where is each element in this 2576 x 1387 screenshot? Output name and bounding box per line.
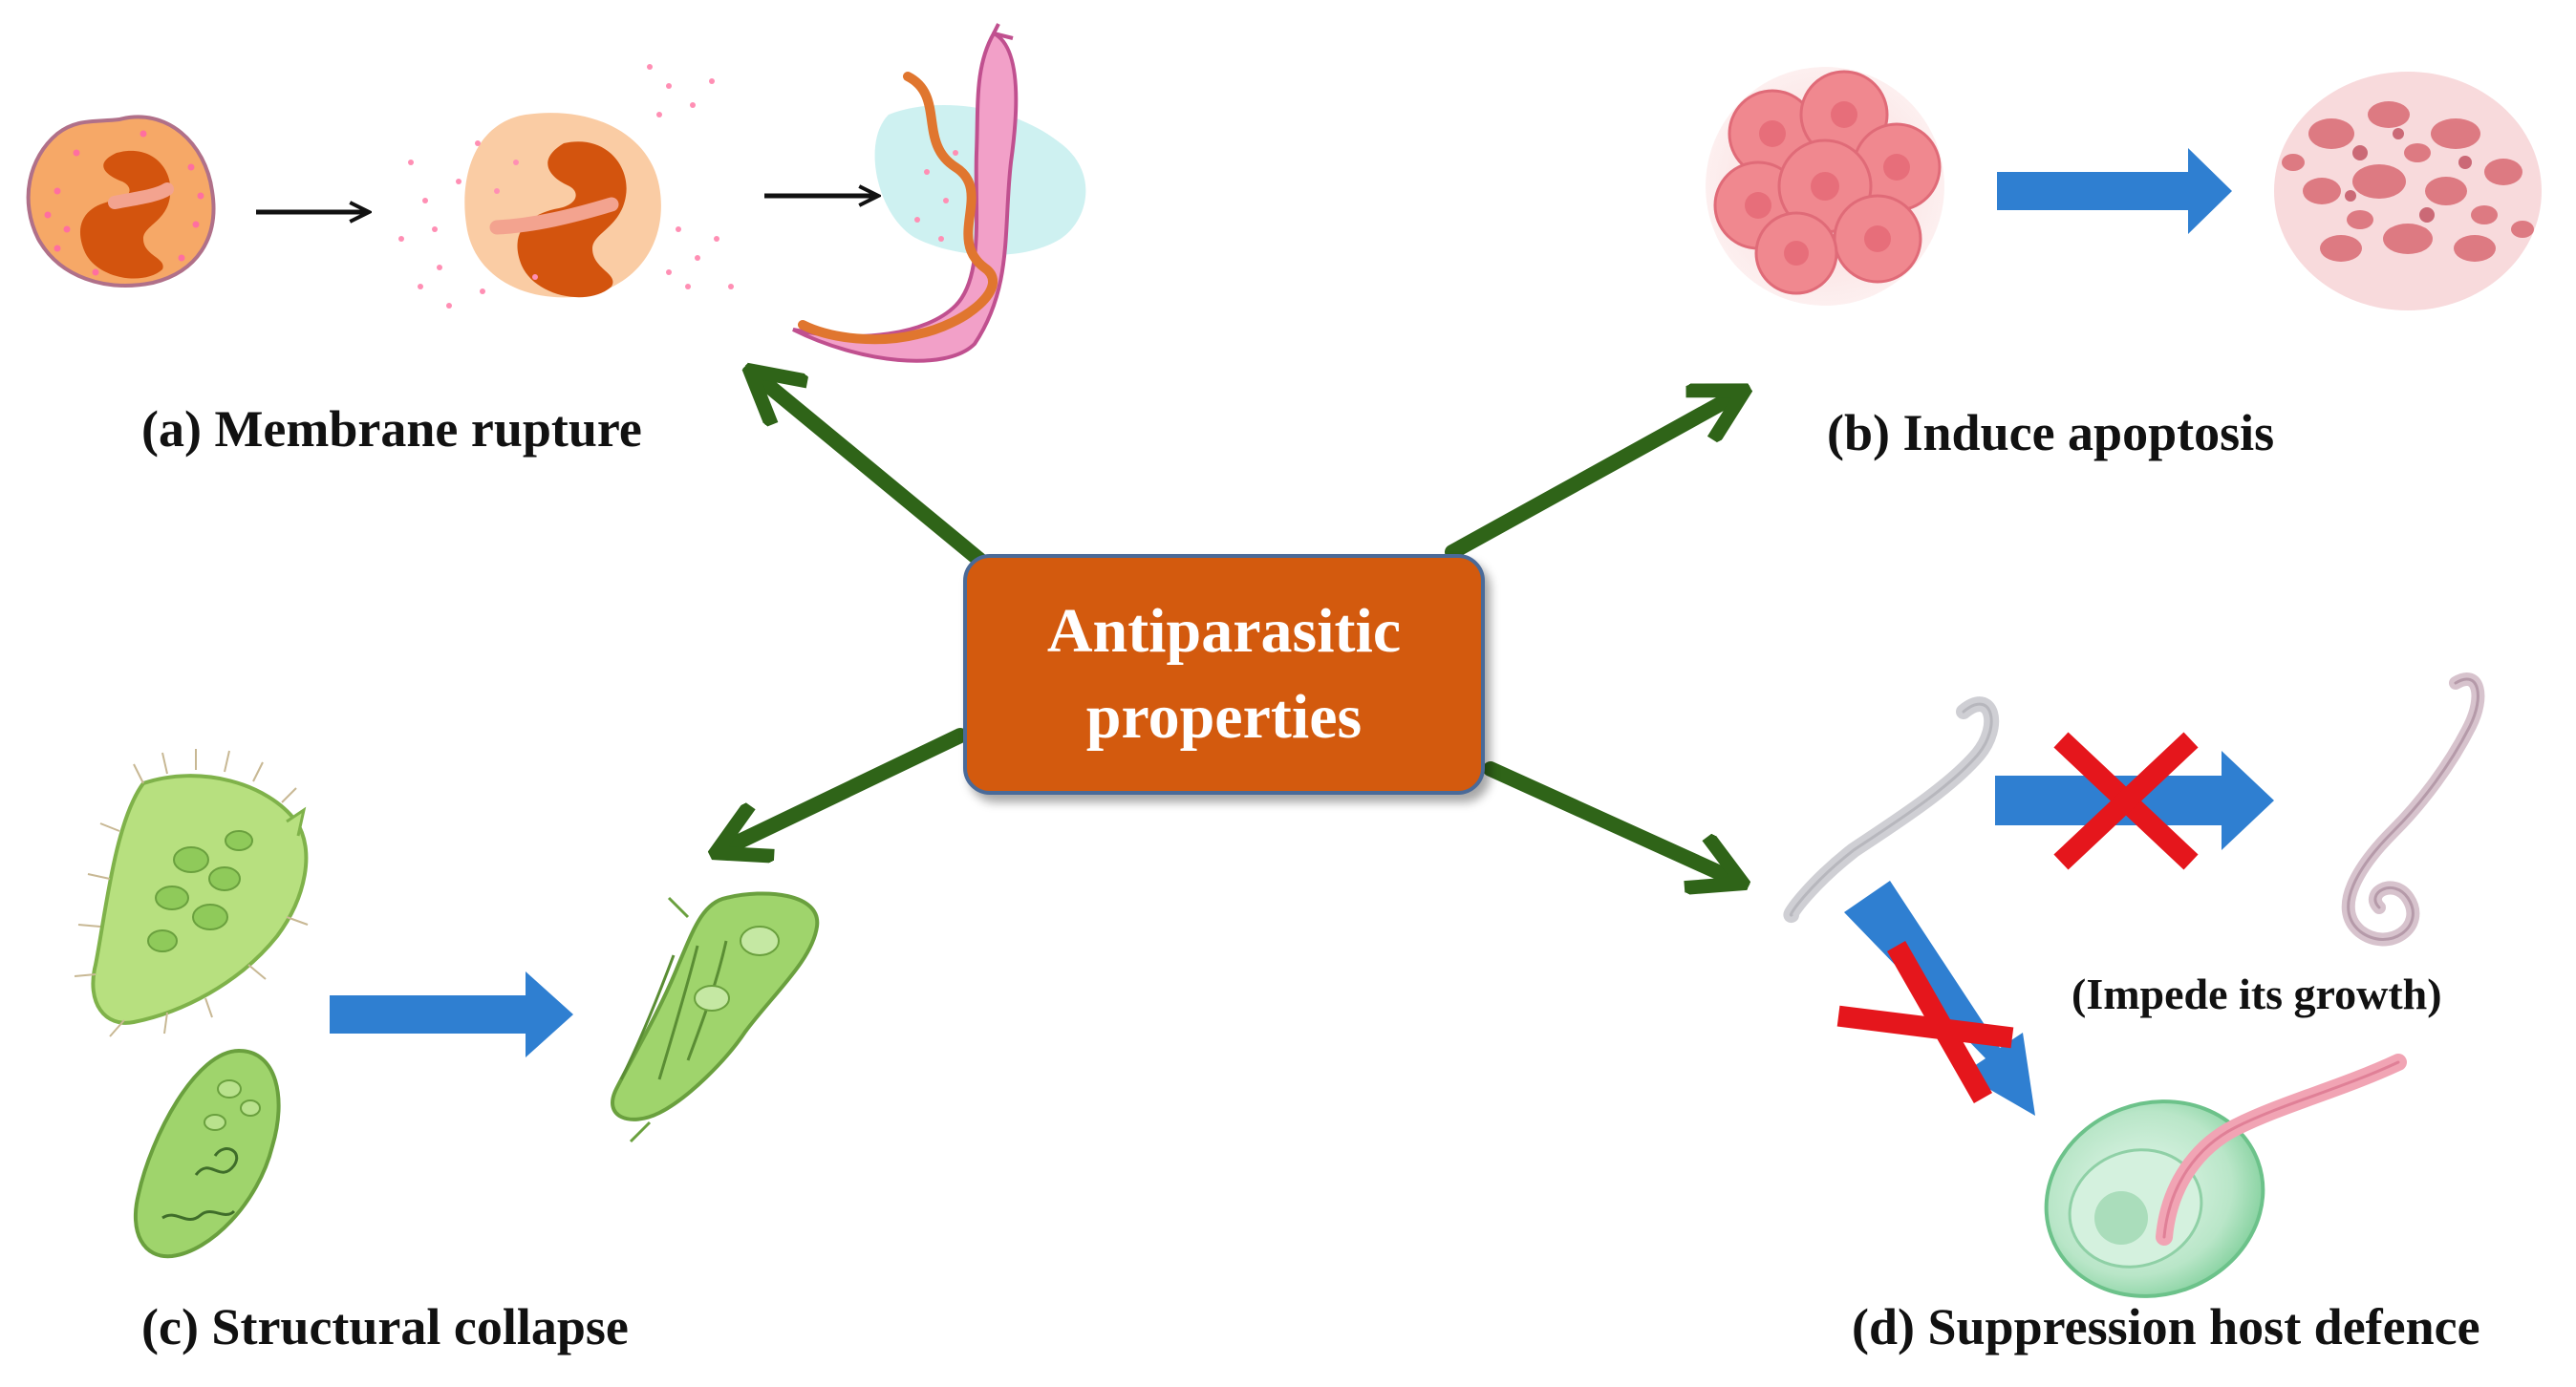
host-defence-block-cross-icon	[1836, 940, 2014, 1104]
host-defence-blocked-arrow	[1844, 881, 2035, 1116]
growth-block-cross-icon	[2053, 732, 2199, 870]
apoptosis-transition-arrow	[1997, 148, 2232, 234]
arrow-to-suppression-host-defence	[1483, 761, 1737, 881]
label-membrane-rupture: (a) Membrane rupture	[141, 400, 642, 458]
center-title-line-2: properties	[1085, 682, 1363, 752]
center-title-line-1: Antiparasitic	[1046, 596, 1402, 666]
panel-induce-apoptosis	[1706, 67, 2542, 310]
intact-cell-illustration	[26, 115, 216, 288]
arrow-to-induce-apoptosis	[1445, 394, 1739, 560]
panel-suppression-host-defence	[1783, 672, 2485, 1298]
panel-structural-collapse	[74, 749, 820, 1259]
panel-membrane-rupture	[26, 23, 1086, 363]
arrow-to-membrane-rupture	[755, 374, 992, 571]
ciliated-protozoan-illustration	[74, 749, 309, 1037]
central-concept-box: Antiparasitic properties	[963, 554, 1485, 795]
arrow-to-structural-collapse	[721, 728, 968, 850]
collapse-transition-arrow	[330, 971, 573, 1057]
label-structural-collapse: (c) Structural collapse	[141, 1298, 629, 1355]
flagellate-protozoan-illustration	[133, 1048, 281, 1259]
collapsed-protozoan-illustration	[611, 891, 820, 1143]
cell-cluster-illustration	[1706, 67, 1944, 306]
encysted-larva-illustration	[2044, 1054, 2407, 1298]
label-induce-apoptosis: (b) Induce apoptosis	[1827, 404, 2275, 461]
label-suppression-host-defence: (d) Suppression host defence	[1852, 1298, 2480, 1355]
radial-arrows	[721, 374, 1739, 881]
trypanosome-illustration	[792, 23, 1086, 363]
fragmented-cells-illustration	[2274, 72, 2542, 310]
label-impede-growth: (Impede its growth)	[2072, 970, 2442, 1018]
rupturing-cell-illustration	[398, 64, 734, 309]
